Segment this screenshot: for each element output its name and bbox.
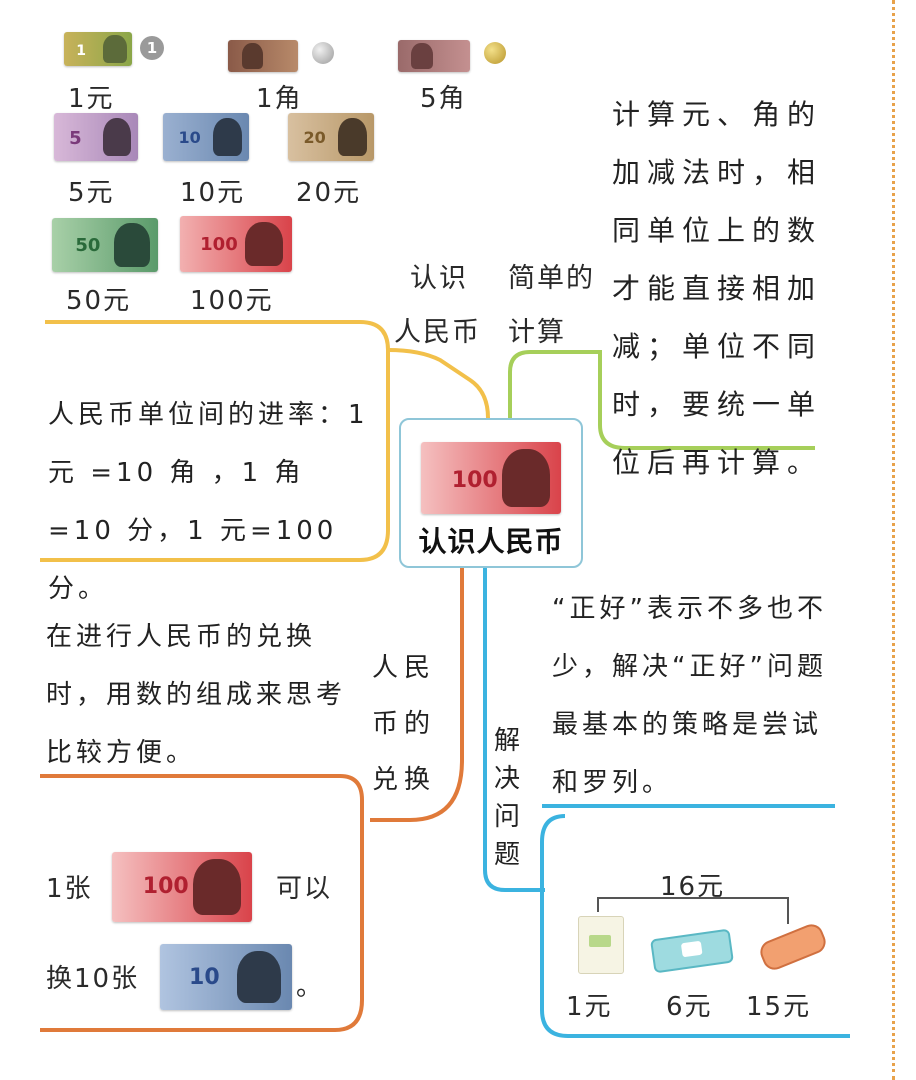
money-label-5-jiao: 5角	[420, 84, 467, 114]
money-label-1-yuan: 1元	[68, 84, 115, 114]
branch-label-calc-1: 简单的	[508, 263, 595, 294]
branch-label-exchange: 人民币的兑换	[372, 653, 437, 795]
exchange-text-3: 换10张	[46, 964, 140, 994]
branch-label-calc-2: 计算	[508, 317, 566, 348]
exchange-text-4: 。	[296, 972, 325, 1002]
notebook-icon	[578, 916, 624, 974]
margin-dotted-line	[892, 0, 895, 1080]
money-label-50-yuan: 50元	[66, 286, 132, 316]
exchange-text-1: 1张	[46, 874, 93, 904]
coin-1-jiao	[312, 42, 334, 64]
money-label-20-yuan: 20元	[296, 178, 362, 208]
coin-5-jiao	[484, 42, 506, 64]
banknote-1-jiao	[228, 40, 298, 72]
banknote-10-yuan: 10	[163, 113, 249, 161]
branch-label-recognize-1: 认识	[410, 263, 468, 294]
item-price-1: 1元	[566, 992, 613, 1022]
banknote-5-jiao	[398, 40, 470, 72]
exchange-banknote-10: 10	[160, 944, 292, 1010]
note-calculation: 计算元、角的加减法时，相同单位上的数才能直接相加减；单位不同时，要统一单位后再计…	[612, 98, 823, 479]
banknote-50-yuan: 50	[52, 218, 158, 272]
central-banknote-100-yuan: 100	[421, 442, 561, 514]
note-just-right: “正好”表示不多也不少，解决“正好”问题最基本的策略是尝试和罗列。	[552, 594, 827, 798]
money-label-5-yuan: 5元	[68, 178, 115, 208]
exchange-text-2: 可以	[276, 874, 333, 904]
central-topic-box: 100 认识人民币	[399, 418, 583, 568]
money-label-10-yuan: 10元	[180, 178, 246, 208]
coin-1-yuan: 1	[140, 36, 164, 60]
note-rate: 人民币单位间的进率：1 元 =10 角 ，1 角 =10 分，1 元=100 分…	[48, 400, 369, 604]
banknote-100-yuan: 100	[180, 216, 292, 272]
branch-label-solve: 解决问题	[494, 726, 521, 870]
problem-total: 16元	[660, 872, 726, 902]
branch-label-recognize-2: 人民币	[394, 317, 481, 348]
money-label-1-jiao: 1角	[256, 84, 303, 114]
banknote-5-yuan: 5	[54, 113, 138, 161]
money-label-100-yuan: 100元	[190, 286, 274, 316]
item-price-2: 6元	[666, 992, 713, 1022]
central-topic-title: 认识人民币	[418, 525, 564, 558]
item-price-3: 15元	[746, 992, 812, 1022]
note-exchange: 在进行人民币的兑换时，用数的组成来思考比较方便。	[46, 622, 347, 768]
banknote-20-yuan: 20	[288, 113, 374, 161]
banknote-1-yuan: 1	[64, 32, 132, 66]
exchange-banknote-100: 100	[112, 852, 252, 922]
